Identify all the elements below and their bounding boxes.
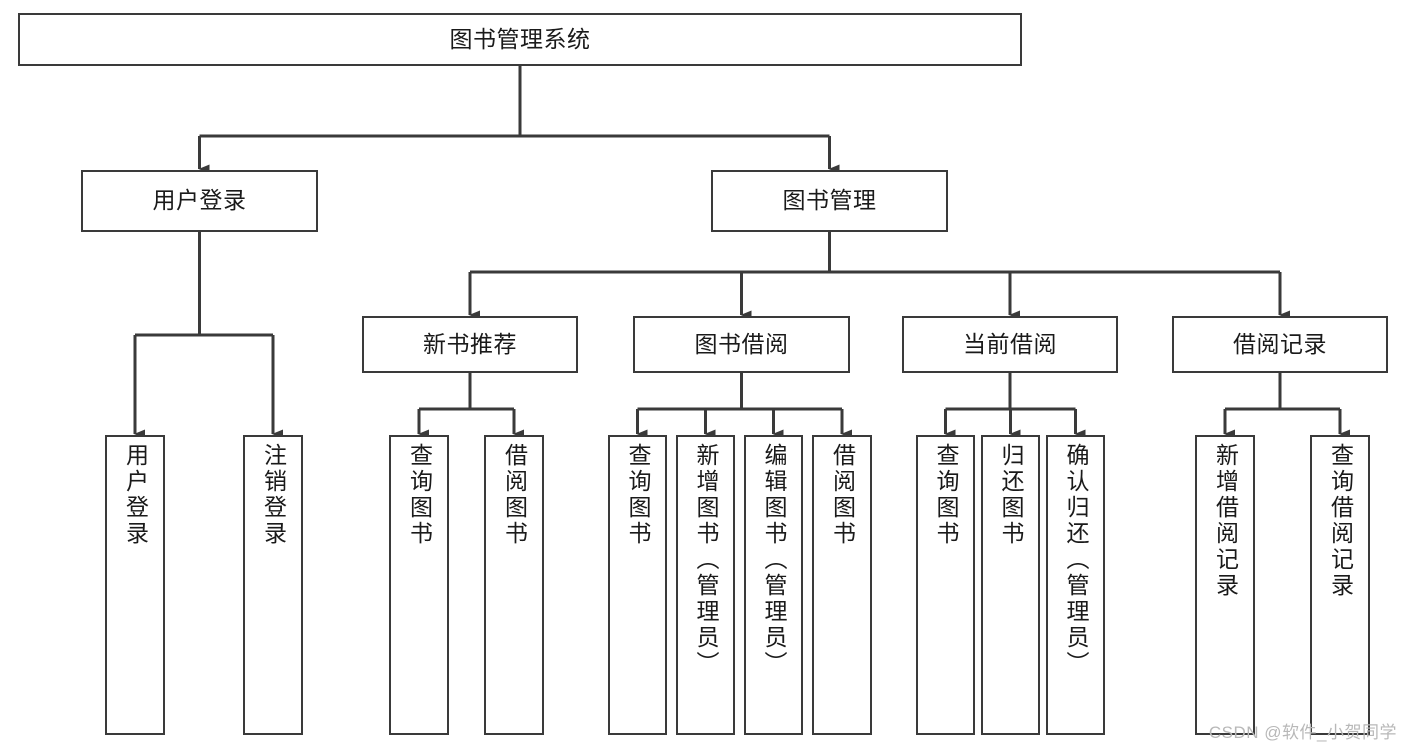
node-leaf-user-login-label: 用户登录 xyxy=(122,443,149,547)
node-leaf-add-record[interactable]: 新增借阅记录 xyxy=(1195,435,1255,735)
node-leaf-add-record-label: 新增借阅记录 xyxy=(1212,443,1239,599)
node-leaf-user-logout[interactable]: 注销登录 xyxy=(243,435,303,735)
node-leaf-confirm-return[interactable]: 确认归还（管理员） xyxy=(1046,435,1105,735)
node-new-book-recommend[interactable]: 新书推荐 xyxy=(362,316,578,373)
node-book-borrow-label: 图书借阅 xyxy=(694,330,789,357)
node-leaf-query-book-3[interactable]: 查询图书 xyxy=(916,435,975,735)
node-borrow-record-label: 借阅记录 xyxy=(1233,330,1327,357)
node-current-borrow-label: 当前借阅 xyxy=(963,330,1057,357)
node-leaf-query-record-label: 查询借阅记录 xyxy=(1327,443,1354,599)
node-book-manage[interactable]: 图书管理 xyxy=(711,170,948,232)
node-book-manage-label: 图书管理 xyxy=(782,187,877,214)
node-leaf-query-book-1-label: 查询图书 xyxy=(406,443,433,547)
node-leaf-query-record[interactable]: 查询借阅记录 xyxy=(1310,435,1370,735)
node-leaf-return-book[interactable]: 归还图书 xyxy=(981,435,1040,735)
node-leaf-return-book-label: 归还图书 xyxy=(998,443,1024,547)
node-leaf-edit-book-label: 编辑图书（管理员） xyxy=(761,443,787,677)
node-new-book-recommend-label: 新书推荐 xyxy=(423,330,517,357)
node-leaf-edit-book[interactable]: 编辑图书（管理员） xyxy=(744,435,803,735)
watermark: CSDN @软件_小贺同学 xyxy=(1208,723,1397,742)
node-leaf-user-logout-label: 注销登录 xyxy=(260,443,287,547)
edges xyxy=(133,66,1350,439)
node-current-borrow[interactable]: 当前借阅 xyxy=(902,316,1118,373)
node-leaf-user-login[interactable]: 用户登录 xyxy=(105,435,165,735)
node-leaf-borrow-book-2-label: 借阅图书 xyxy=(829,443,856,547)
node-leaf-add-book-label: 新增图书（管理员） xyxy=(693,443,719,677)
node-leaf-add-book[interactable]: 新增图书（管理员） xyxy=(676,435,735,735)
node-leaf-query-book-1[interactable]: 查询图书 xyxy=(389,435,449,735)
node-leaf-query-book-3-label: 查询图书 xyxy=(933,443,959,547)
node-leaf-query-book-2[interactable]: 查询图书 xyxy=(608,435,667,735)
node-user-login-label: 用户登录 xyxy=(152,187,247,214)
node-user-login[interactable]: 用户登录 xyxy=(81,170,318,232)
node-root[interactable]: 图书管理系统 xyxy=(18,13,1022,66)
node-leaf-borrow-book-2[interactable]: 借阅图书 xyxy=(812,435,872,735)
node-book-borrow[interactable]: 图书借阅 xyxy=(633,316,850,373)
node-root-label: 图书管理系统 xyxy=(449,25,591,52)
node-leaf-query-book-2-label: 查询图书 xyxy=(625,443,651,547)
node-leaf-confirm-return-label: 确认归还（管理员） xyxy=(1063,443,1089,677)
node-borrow-record[interactable]: 借阅记录 xyxy=(1172,316,1388,373)
node-leaf-borrow-book-1-label: 借阅图书 xyxy=(501,443,528,547)
node-leaf-borrow-book-1[interactable]: 借阅图书 xyxy=(484,435,544,735)
